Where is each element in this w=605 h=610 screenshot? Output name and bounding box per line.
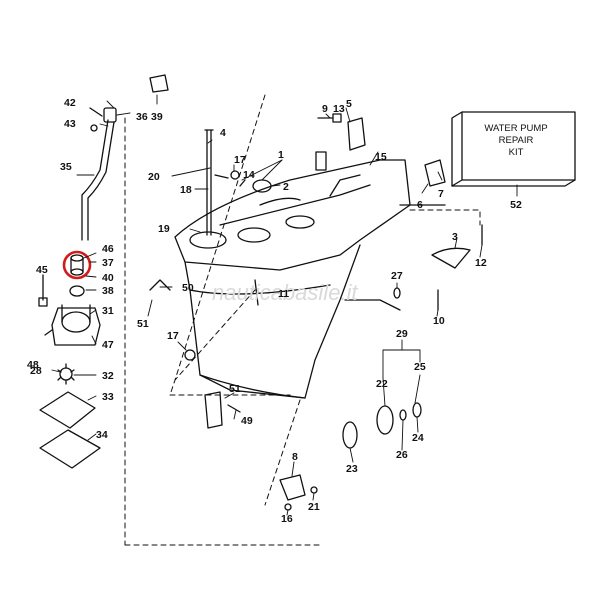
grommet-part — [70, 254, 84, 276]
part-label-3: 3 — [452, 231, 458, 243]
bolt-11 — [254, 279, 259, 306]
part-label-42: 42 — [64, 97, 76, 109]
part-label-7: 7 — [438, 188, 444, 200]
part-24 — [412, 402, 422, 418]
part-label-50: 50 — [182, 282, 194, 294]
part-label-51-left: 51 — [137, 318, 149, 330]
leader-lines — [51, 94, 518, 516]
part-label-12: 12 — [475, 257, 487, 269]
kit-line-1: WATER PUMP — [484, 123, 547, 134]
part-label-2: 2 — [283, 181, 289, 193]
part-16 — [284, 503, 292, 511]
part-label-37: 37 — [102, 257, 114, 269]
part-label-46: 46 — [102, 243, 114, 255]
part-label-20: 20 — [148, 171, 160, 183]
part-label-16: 16 — [281, 513, 293, 525]
part-3 — [431, 247, 471, 269]
part-label-51-right: 51 — [229, 383, 241, 395]
part-label-10: 10 — [433, 315, 445, 327]
part-label-49: 49 — [241, 415, 253, 427]
part-label-32: 32 — [102, 370, 114, 382]
part-27 — [393, 287, 401, 299]
part-label-48: 48 — [27, 359, 39, 371]
part-label-26: 26 — [396, 449, 408, 461]
cover-parts — [317, 113, 366, 151]
kit-line-2: REPAIR — [499, 135, 534, 146]
part-26 — [399, 409, 407, 421]
seal-38 — [69, 285, 85, 297]
part-17-top — [230, 170, 240, 180]
part-6-7 — [424, 159, 446, 187]
part-51-clip — [204, 391, 223, 429]
part-label-23: 23 — [346, 463, 358, 475]
part-20 — [214, 174, 229, 179]
part-label-19: 19 — [158, 223, 170, 235]
part-label-25: 25 — [414, 361, 426, 373]
bolt-49 — [227, 404, 241, 413]
part-label-33: 33 — [102, 391, 114, 403]
part-label-47: 47 — [102, 339, 114, 351]
part-label-18: 18 — [180, 184, 192, 196]
pump-plate — [39, 391, 96, 429]
part-label-34: 34 — [96, 429, 108, 441]
part-23 — [342, 421, 358, 449]
kit-line-3: KIT — [509, 147, 524, 158]
part-label-6: 6 — [417, 199, 423, 211]
part-label-24: 24 — [412, 432, 424, 444]
part-label-39: 39 — [151, 111, 163, 123]
part-label-21: 21 — [308, 501, 320, 513]
impeller — [57, 363, 75, 385]
part-label-28: 28 — [30, 365, 42, 377]
part-label-29: 29 — [396, 328, 408, 340]
part-label-9: 9 — [322, 103, 328, 115]
highlight-circle — [62, 250, 92, 280]
part-label-4: 4 — [220, 127, 226, 139]
part-8 — [315, 151, 327, 171]
pump-housing — [44, 304, 101, 346]
drive-shaft — [204, 129, 214, 236]
part-label-40: 40 — [102, 272, 114, 284]
part-labels: 52 1 2 3 4 5 6 7 8 9 10 11 12 13 14 15 1… — [27, 97, 522, 525]
part-label-15: 15 — [375, 151, 387, 163]
part-label-38: 38 — [102, 285, 114, 297]
watermark: nauticabasile.it — [212, 280, 358, 305]
bushing-39 — [149, 74, 169, 93]
part-label-14: 14 — [243, 169, 255, 181]
part-label-17-lower: 17 — [167, 330, 179, 342]
part-21 — [310, 486, 318, 494]
part-label-43: 43 — [64, 118, 76, 130]
gearcase-housing — [174, 159, 446, 399]
pump-gasket — [39, 429, 101, 469]
part-50 — [149, 279, 171, 291]
part-label-8: 8 — [292, 451, 298, 463]
part-label-5: 5 — [346, 98, 352, 110]
kit-part-number: 52 — [510, 199, 522, 211]
part-label-45: 45 — [36, 264, 48, 276]
part-label-36: 36 — [136, 111, 148, 123]
part-8-lower — [279, 474, 306, 501]
part-2 — [252, 179, 272, 193]
kit-box — [451, 111, 576, 187]
part-label-35: 35 — [60, 161, 72, 173]
part-17-lower — [184, 349, 196, 361]
part-label-1: 1 — [278, 149, 284, 161]
water-tube — [81, 107, 117, 241]
grouping-dashed-lines — [124, 94, 481, 546]
part-label-22: 22 — [376, 378, 388, 390]
part-label-31: 31 — [102, 305, 114, 317]
part-label-11: 11 — [278, 288, 289, 300]
bolt-45 — [38, 274, 48, 307]
part-14 — [239, 179, 246, 187]
part-label-27: 27 — [391, 270, 403, 282]
part-22 — [376, 405, 394, 435]
part-label-13: 13 — [333, 103, 345, 115]
part-label-17-top: 17 — [234, 154, 246, 166]
